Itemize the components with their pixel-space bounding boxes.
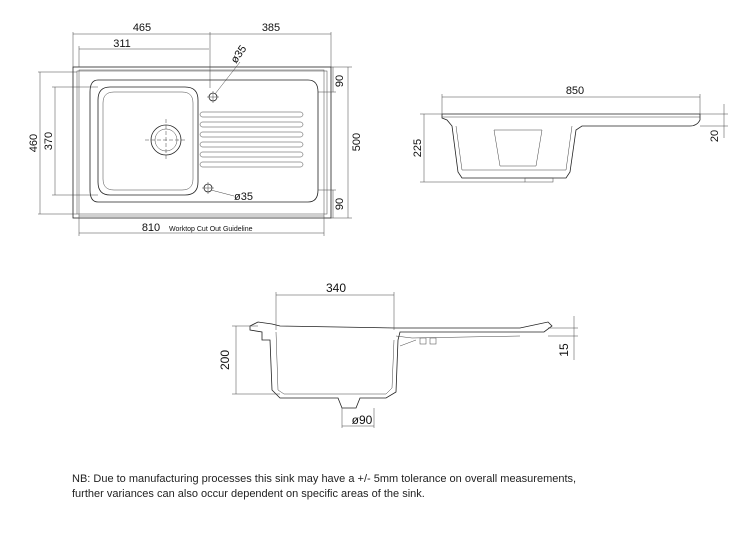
worktop-cutout-outline: [78, 69, 325, 217]
drainer-grooves: [199, 111, 304, 168]
top-view: ø35 ø35 465 385 311 460 370 500 90 90: [28, 22, 363, 236]
bowl-inner: [102, 91, 194, 191]
side-view: 850 225 20: [412, 85, 728, 183]
dim-90-top: 90: [334, 75, 346, 87]
note-line-2: further variances can also occur depende…: [72, 488, 425, 500]
section-profile: [249, 321, 553, 409]
dim-850: 850: [566, 85, 584, 97]
dim-225: 225: [412, 139, 424, 157]
dim-385: 385: [262, 22, 280, 34]
dim-15: 15: [557, 343, 571, 357]
dim-810: 810: [142, 222, 160, 234]
dim-90-bottom: 90: [334, 198, 346, 210]
worktop-cutout-label: Worktop Cut Out Guideline: [169, 226, 253, 233]
dim-20: 20: [709, 130, 721, 142]
dim-200: 200: [218, 350, 232, 370]
sink-outline: [72, 66, 332, 219]
sink-inner-rim: [76, 70, 328, 215]
sink-deck: [89, 79, 319, 203]
dim-370: 370: [43, 132, 55, 150]
dim-460: 460: [28, 134, 40, 152]
section-view: 340 200 15 ø90: [218, 281, 578, 428]
tolerance-note: NB: Due to manufacturing processes this …: [72, 472, 692, 502]
dim-500: 500: [351, 133, 363, 151]
tap-hole-top-label: ø35: [229, 43, 250, 65]
dim-340: 340: [326, 281, 346, 295]
note-line-1: NB: Due to manufacturing processes this …: [72, 473, 577, 485]
side-waste: [524, 177, 554, 183]
dim-waste: ø90: [352, 413, 373, 427]
side-profile: [441, 113, 701, 179]
tap-hole-bottom-label: ø35: [234, 191, 253, 203]
dim-465: 465: [133, 22, 151, 34]
bowl-outline: [97, 86, 199, 196]
dim-311: 311: [113, 38, 131, 50]
side-drainer: [493, 129, 543, 167]
